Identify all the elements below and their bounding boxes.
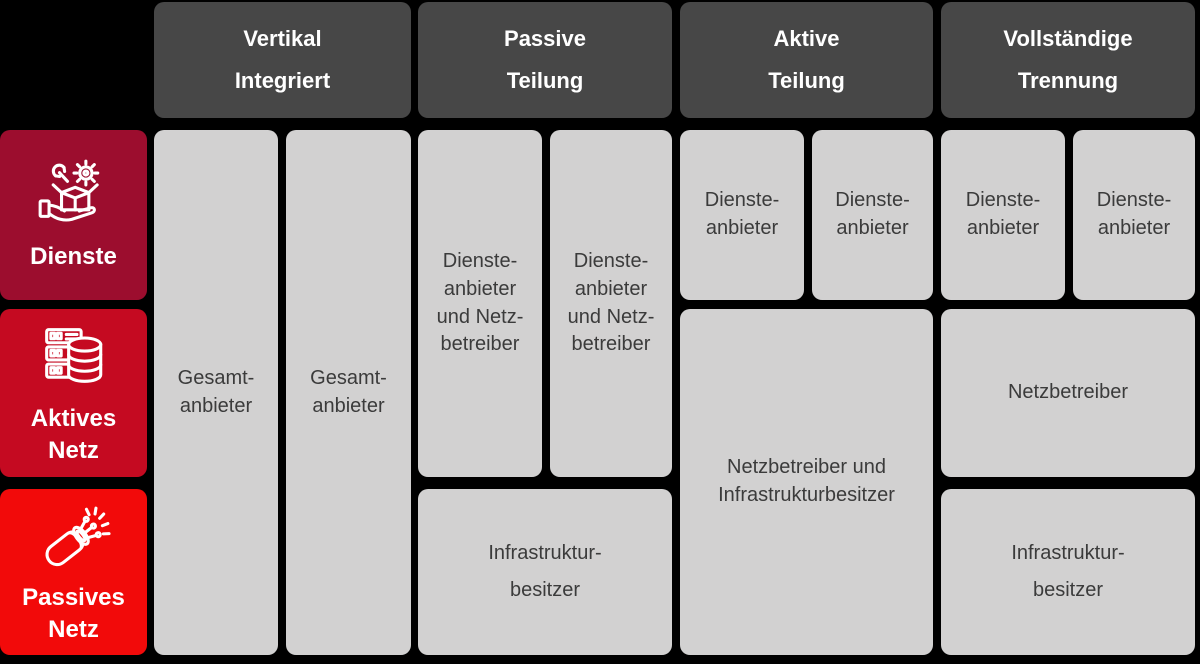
column-header-vertikal-integriert: Vertikal Integriert [154, 2, 411, 118]
cell-infrastrukturbesitzer-passive-teilung: Infrastruktur- besitzer [418, 489, 672, 655]
cell-text: Netzbetreiber [1007, 381, 1129, 404]
row-label-dienste: Dienste [0, 130, 147, 300]
column-header-title: Passive Teilung [504, 26, 586, 93]
fiber-cable-icon [36, 498, 112, 574]
cell-diensteanbieter-trennung-2: Dienste- anbieter [1073, 130, 1195, 300]
cell-text: Dienste- anbieter und Netz- betreiber [567, 250, 655, 356]
cell-infrastrukturbesitzer-trennung: Infrastruktur- besitzer [941, 489, 1195, 655]
cell-diensteanbieter-netzbetreiber-1: Dienste- anbieter und Netz- betreiber [418, 130, 542, 477]
column-header-aktive-teilung: Aktive Teilung [680, 2, 933, 118]
cell-netzbetreiber-infrastrukturbesitzer: Netzbetreiber und Infrastrukturbesitzer [680, 309, 933, 655]
row-label-text: Aktives Netz [30, 405, 117, 464]
server-database-icon [36, 319, 112, 395]
cell-diensteanbieter-aktive-2: Dienste- anbieter [812, 130, 933, 300]
cell-text: Gesamt- anbieter [177, 366, 255, 417]
cell-text: Dienste- anbieter [965, 189, 1041, 239]
row-label-text: Passives Netz [22, 584, 125, 643]
cell-gesamtanbieter-1: Gesamt- anbieter [154, 130, 278, 655]
cell-gesamtanbieter-2: Gesamt- anbieter [286, 130, 411, 655]
row-label-text: Dienste [30, 243, 117, 271]
cell-text: Netzbetreiber und Infrastrukturbesitzer [718, 456, 895, 506]
cell-text: Dienste- anbieter [704, 189, 780, 239]
column-header-vollstaendige-trennung: Vollständige Trennung [941, 2, 1195, 118]
cell-text: Dienste- anbieter [1096, 189, 1172, 239]
row-label-aktives-netz: Aktives Netz [0, 309, 147, 477]
cell-diensteanbieter-netzbetreiber-2: Dienste- anbieter und Netz- betreiber [550, 130, 672, 477]
column-header-title: Vertikal Integriert [234, 26, 331, 93]
row-label-passives-netz: Passives Netz [0, 489, 147, 655]
cell-diensteanbieter-trennung-1: Dienste- anbieter [941, 130, 1065, 300]
column-header-title: Aktive Teilung [768, 26, 845, 93]
cell-text: Infrastruktur- besitzer [488, 542, 602, 601]
column-header-passive-teilung: Passive Teilung [418, 2, 672, 118]
cell-text: Dienste- anbieter [835, 189, 910, 239]
column-header-title: Vollständige Trennung [1003, 26, 1133, 93]
services-hand-box-icon [36, 157, 112, 233]
cell-text: Gesamt- anbieter [310, 366, 387, 417]
cell-netzbetreiber: Netzbetreiber [941, 309, 1195, 477]
cell-text: Infrastruktur- besitzer [1011, 542, 1125, 601]
cell-text: Dienste- anbieter und Netz- betreiber [436, 250, 524, 356]
cell-diensteanbieter-aktive-1: Dienste- anbieter [680, 130, 804, 300]
